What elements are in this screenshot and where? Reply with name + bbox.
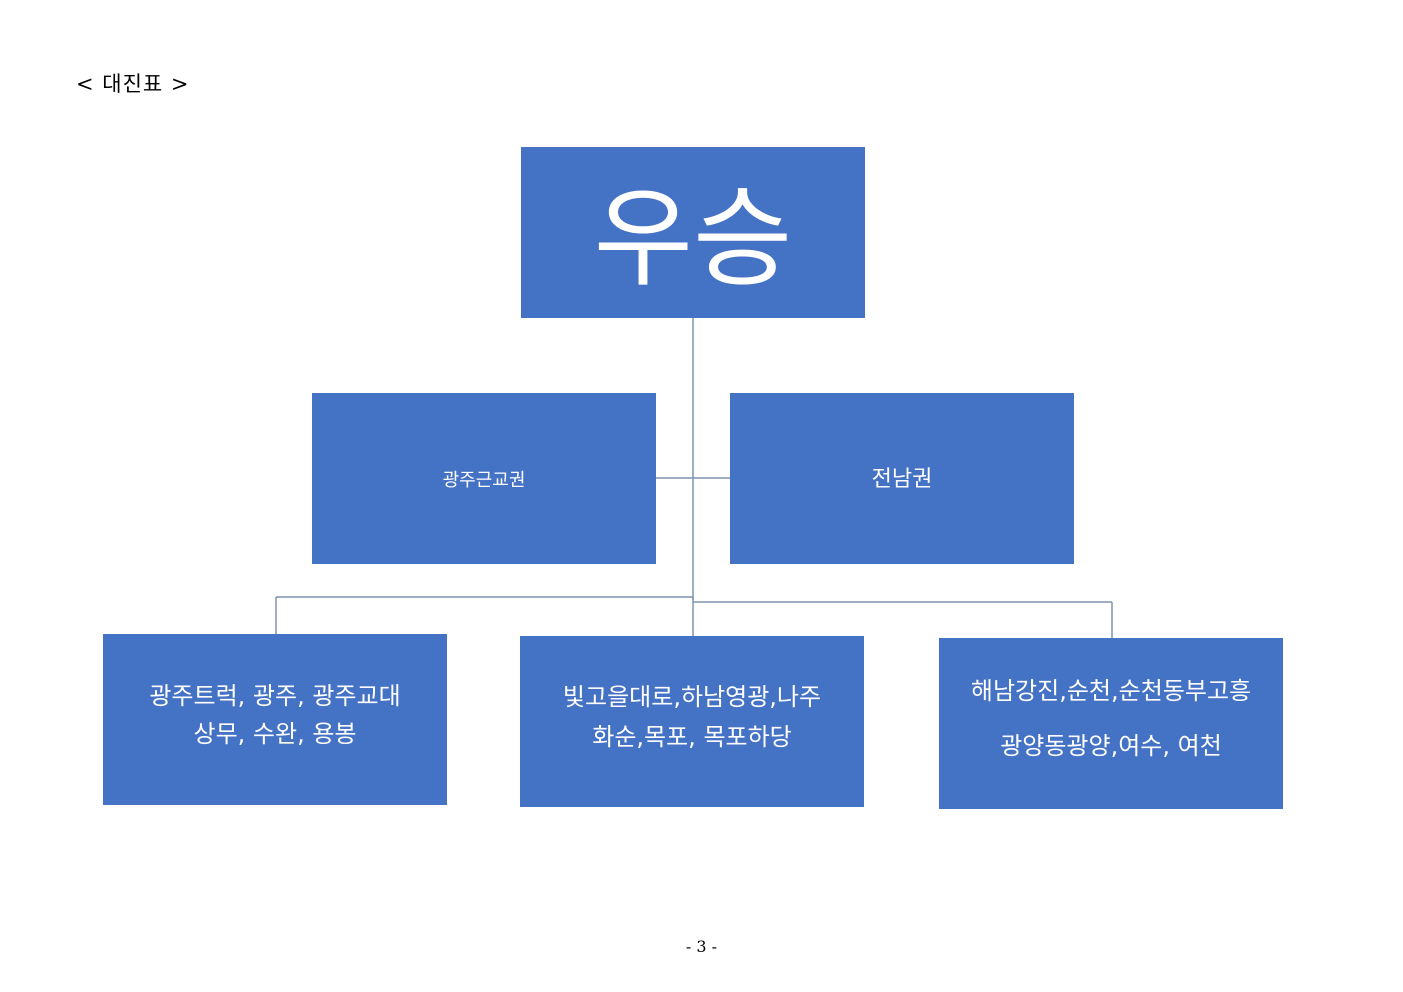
champion-label: 우승: [593, 176, 793, 302]
region-box-gwangju-suburbs: 광주근교권: [312, 393, 656, 564]
team-line: 상무, 수완, 용봉: [193, 719, 357, 748]
team-line: 광양동광양,여수, 여천: [1000, 731, 1222, 760]
team-box-2: 빛고을대로,하남영광,나주 화순,목포, 목포하당: [520, 636, 864, 807]
team-line: 빛고을대로,하남영광,나주: [562, 682, 822, 711]
page-heading: < 대진표 >: [76, 72, 190, 96]
team-box-1: 광주트럭, 광주, 광주교대 상무, 수완, 용봉: [103, 634, 447, 805]
team-line: 광주트럭, 광주, 광주교대: [149, 681, 401, 710]
page-number: - 3 -: [685, 937, 718, 956]
champion-box: 우승: [521, 147, 865, 318]
region-label: 전남권: [871, 466, 933, 492]
team-line: 화순,목포, 목포하당: [592, 722, 792, 751]
team-box-3: 해남강진,순천,순천동부고흥 광양동광양,여수, 여천: [939, 638, 1283, 809]
region-box-jeonnam: 전남권: [730, 393, 1074, 564]
team-line: 해남강진,순천,순천동부고흥: [970, 676, 1252, 705]
region-label: 광주근교권: [442, 469, 526, 491]
